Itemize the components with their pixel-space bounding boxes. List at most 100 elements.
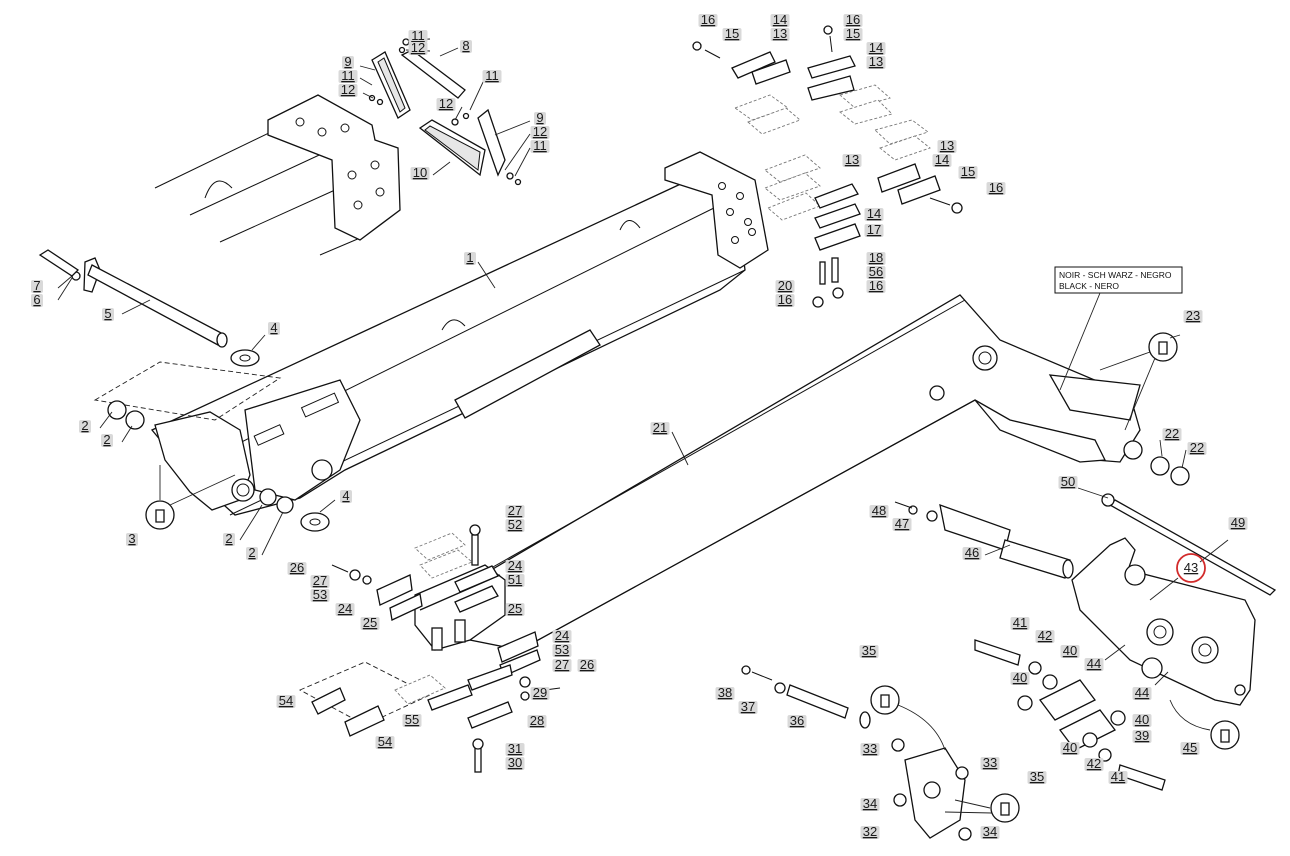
- callout-bg: [436, 98, 456, 111]
- callout-14b: 14: [866, 40, 886, 55]
- callout-bg: [980, 757, 1000, 770]
- callout-bg: [505, 757, 525, 770]
- callout-number: 48: [872, 503, 886, 518]
- callout-bg: [860, 798, 880, 811]
- callout-bg: [223, 533, 235, 546]
- callout-29: 29: [530, 685, 550, 700]
- callout-number: 42: [1087, 756, 1101, 771]
- callout-bg: [698, 14, 718, 27]
- callout-36: 36: [787, 713, 807, 728]
- callout-bg: [505, 743, 525, 756]
- callout-41b: 41: [1108, 769, 1128, 784]
- callout-bg: [482, 70, 502, 83]
- callout-number: 41: [1111, 769, 1125, 784]
- callout-22a: 22: [1162, 426, 1182, 441]
- callout-bg: [360, 617, 380, 630]
- callout-13b: 13: [866, 54, 886, 69]
- callout-number: 50: [1061, 474, 1075, 489]
- callout-bg: [342, 56, 354, 69]
- callout-number: 33: [863, 741, 877, 756]
- callout-30: 30: [505, 755, 525, 770]
- callout-number: 24: [555, 628, 569, 643]
- callout-16b: 16: [843, 12, 863, 27]
- callout-bg: [843, 28, 863, 41]
- callout-bg: [268, 322, 280, 335]
- callout-bg: [1228, 517, 1248, 530]
- callout-51: 51: [505, 572, 525, 587]
- callout-1: 1: [464, 250, 476, 265]
- callout-bg: [892, 518, 912, 531]
- callout-number: 56: [869, 264, 883, 279]
- callout-bg: [287, 562, 307, 575]
- callout-8: 8: [460, 38, 472, 53]
- callout-number: 53: [555, 642, 569, 657]
- callout-number: 11: [341, 68, 355, 83]
- callout-number: 11: [533, 138, 547, 153]
- callout-bg: [552, 630, 572, 643]
- callout-49: 49: [1228, 515, 1248, 530]
- callout-7: 7: [31, 278, 43, 293]
- callout-bg: [866, 266, 886, 279]
- callout-34b: 34: [980, 824, 1000, 839]
- callout-12a: 12: [408, 40, 428, 55]
- background-frame: [154, 94, 401, 256]
- callout-number: 37: [741, 699, 755, 714]
- callout-bg: [276, 695, 296, 708]
- callout-bg: [505, 574, 525, 587]
- callout-11a: 11: [408, 28, 428, 43]
- callout-28: 28: [527, 713, 547, 728]
- callout-56: 56: [866, 264, 886, 279]
- callout-20: 20: [775, 278, 795, 293]
- callout-number: 40: [1063, 740, 1077, 755]
- callout-bg: [338, 84, 358, 97]
- callout-number: 20: [778, 278, 792, 293]
- bottom-plates: [298, 524, 561, 773]
- callout-number: 55: [405, 712, 419, 727]
- callout-bg: [310, 589, 330, 602]
- callout-bg: [869, 505, 889, 518]
- quick-hitch: [894, 332, 1277, 791]
- callout-2b: 2: [101, 432, 113, 447]
- callout-number: 41: [1013, 615, 1027, 630]
- callout-number: 36: [790, 713, 804, 728]
- callout-number: 45: [1183, 740, 1197, 755]
- callout-number: 53: [313, 587, 327, 602]
- callout-9b: 9: [534, 110, 546, 125]
- callout-bg: [505, 603, 525, 616]
- callout-bg: [864, 208, 884, 221]
- slide-pads: [692, 25, 963, 308]
- callout-bg: [958, 166, 978, 179]
- callout-25a: 25: [360, 615, 380, 630]
- callout-5: 5: [102, 306, 114, 321]
- callout-26b: 26: [577, 657, 597, 672]
- callout-23: 23: [1183, 308, 1203, 323]
- callout-number: 12: [341, 82, 355, 97]
- callout-11d: 11: [530, 138, 550, 153]
- callout-24a: 24: [335, 601, 355, 616]
- callout-4a: 4: [268, 320, 280, 335]
- callout-15a: 15: [722, 26, 742, 41]
- callout-number: 32: [863, 824, 877, 839]
- callout-number: 27: [555, 657, 569, 672]
- callout-16a: 16: [698, 12, 718, 27]
- callout-bg: [843, 14, 863, 27]
- callout-number: 25: [508, 601, 522, 616]
- callout-number: 14: [869, 40, 883, 55]
- callout-bg: [775, 280, 795, 293]
- callout-number: 4: [270, 320, 277, 335]
- callout-bg: [937, 140, 957, 153]
- callout-number: 15: [846, 26, 860, 41]
- callout-2c: 2: [223, 531, 235, 546]
- callout-6: 6: [31, 292, 43, 307]
- callout-bg: [530, 126, 550, 139]
- callout-number: 34: [983, 824, 997, 839]
- callout-number: 1: [466, 250, 473, 265]
- callout-15b: 15: [843, 26, 863, 41]
- callout-number: 24: [508, 558, 522, 573]
- callout-number: 10: [413, 165, 427, 180]
- callout-bg: [552, 659, 572, 672]
- callout-24b: 24: [505, 558, 525, 573]
- callout-12d: 12: [530, 124, 550, 139]
- callout-number: 5: [104, 306, 111, 321]
- callout-number: 46: [965, 545, 979, 560]
